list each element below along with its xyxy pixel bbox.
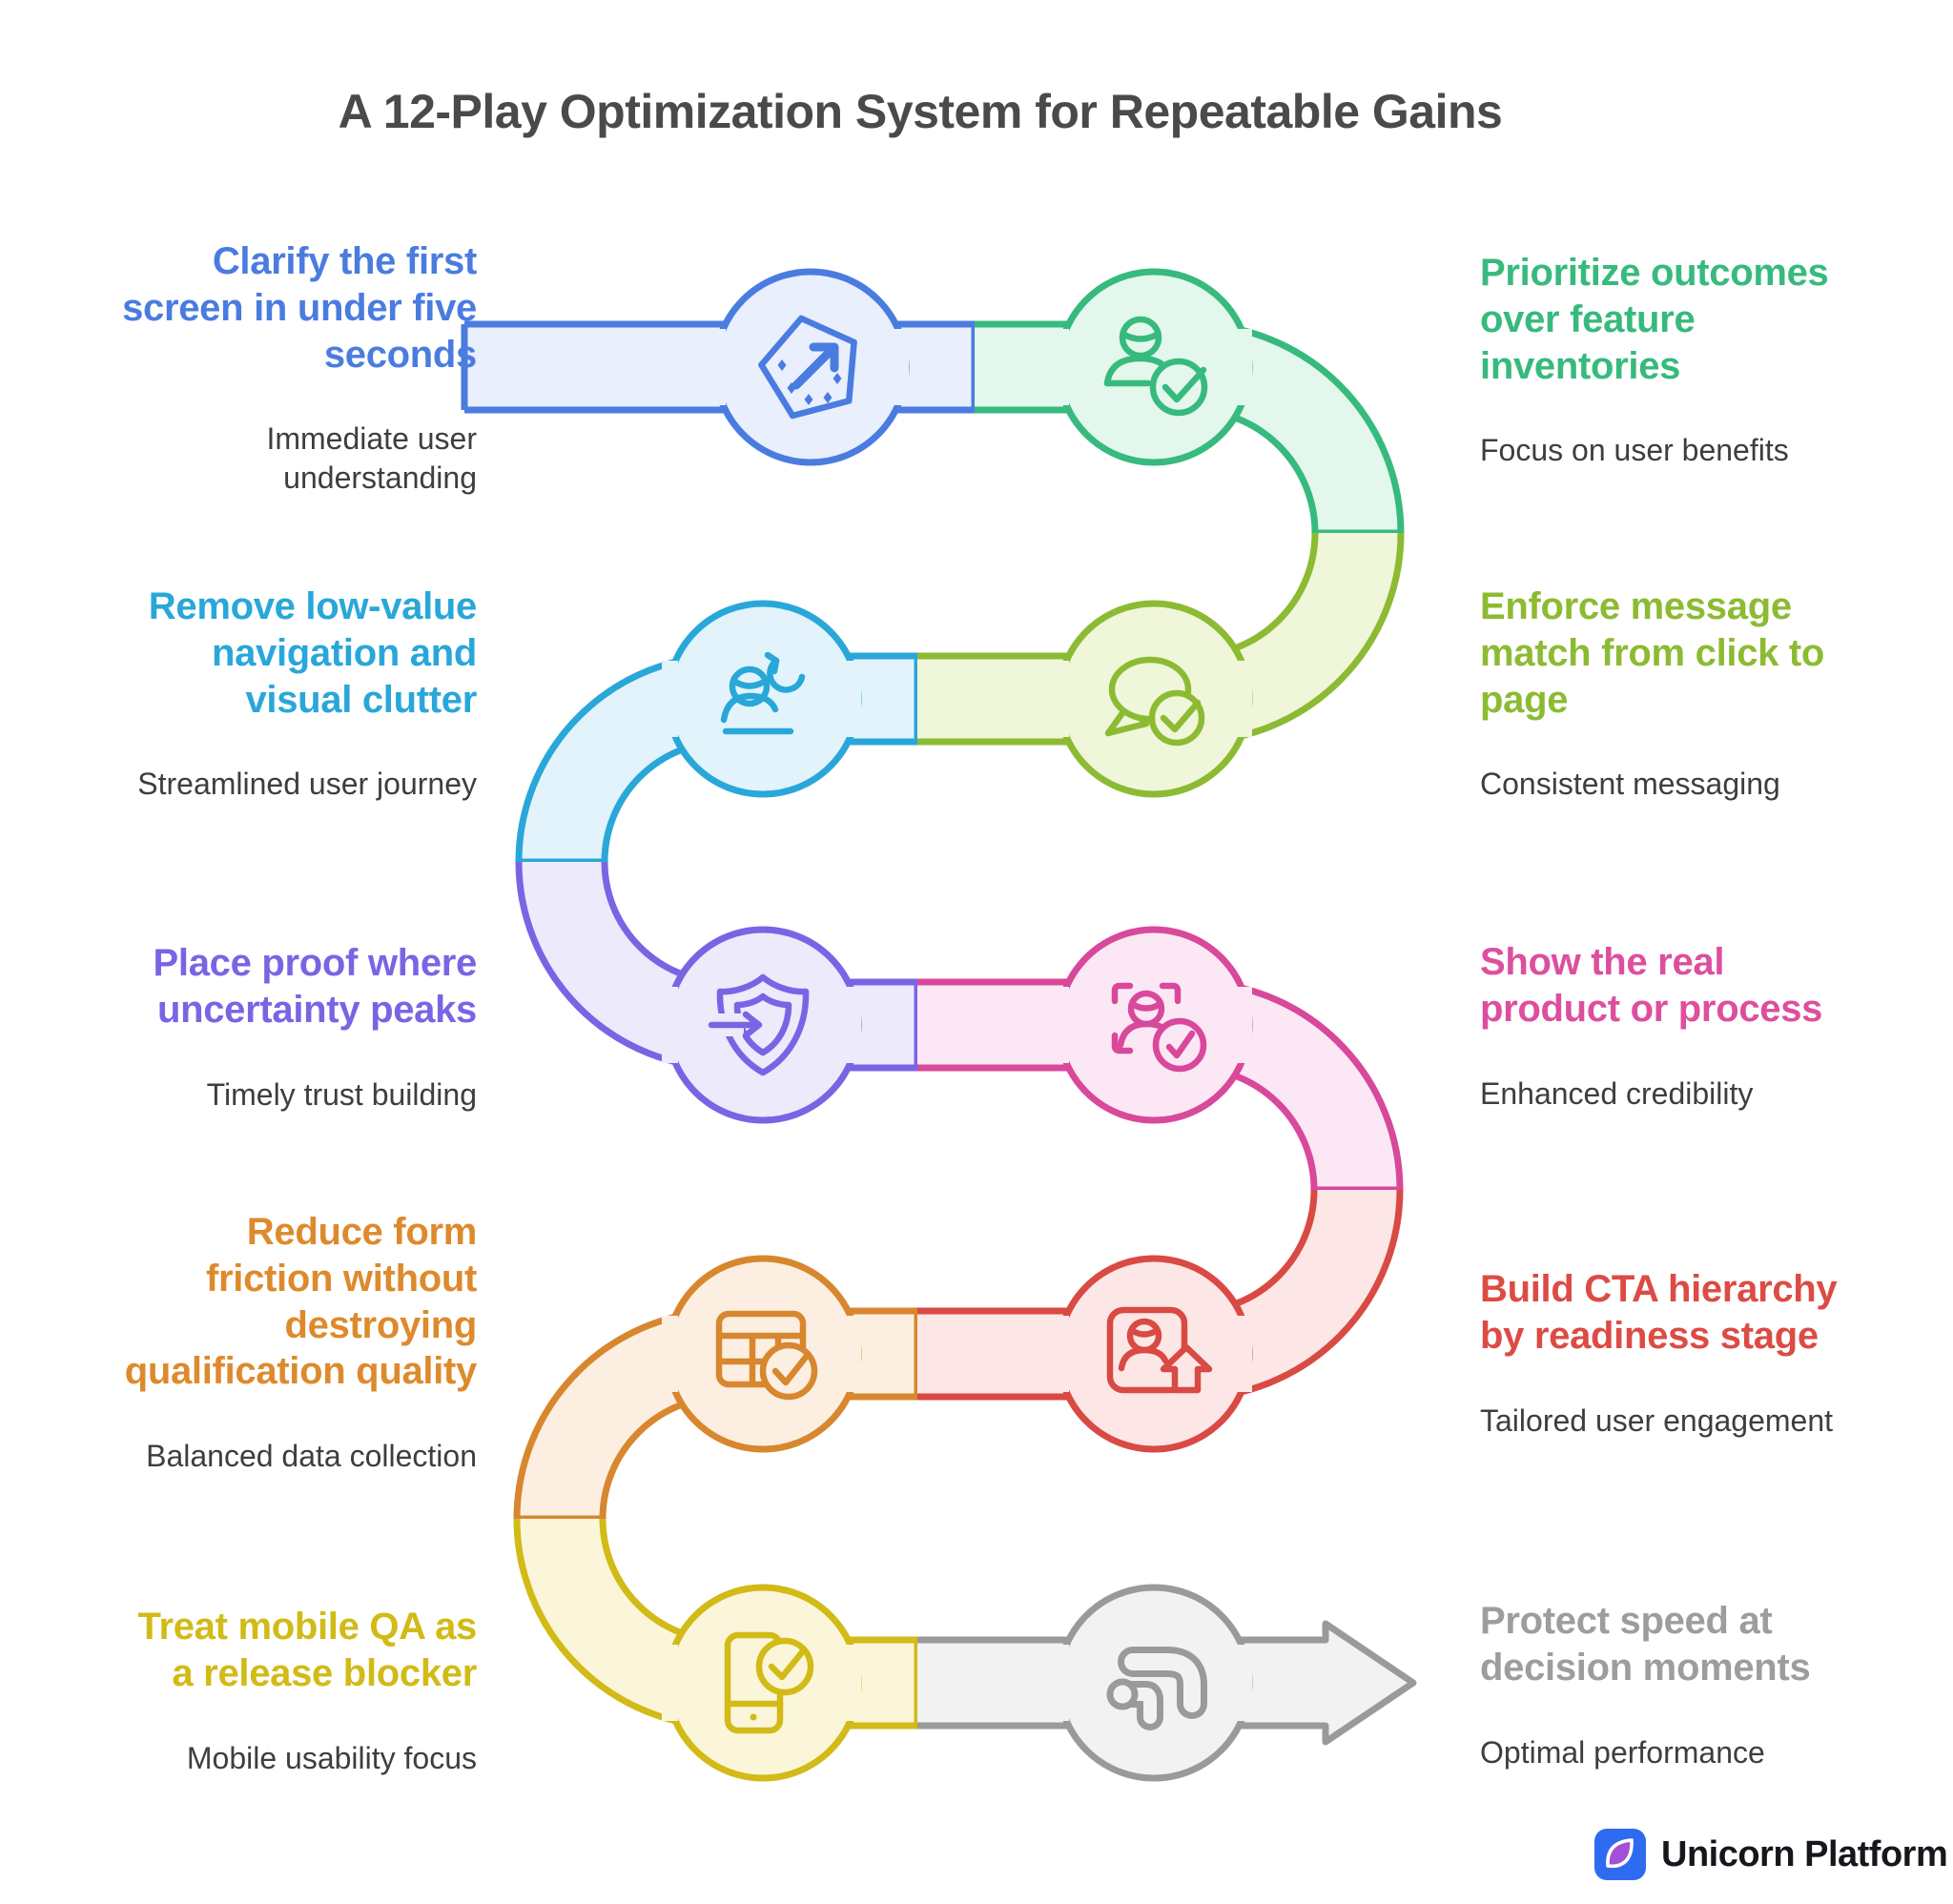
table-check-icon <box>715 1310 818 1401</box>
step-title: Treat mobile QA as a release blocker <box>137 1606 478 1694</box>
user-check-icon <box>1103 316 1208 417</box>
step-navigation: Remove low-value navigation and visual c… <box>67 583 477 804</box>
user-card-upload-icon <box>1106 1306 1213 1394</box>
user-refresh-icon <box>720 651 806 735</box>
step-subtitle: Streamlined user journey <box>137 767 477 802</box>
upward-arrow-badge-icon <box>758 315 857 420</box>
user-focus-check-icon <box>1111 982 1207 1073</box>
step-proof: Place proof where uncertainty peaks Time… <box>67 940 478 1115</box>
step-message-match: Enforce message match from click to page… <box>1480 583 1928 804</box>
step-title: Clarify the first screen in under five s… <box>122 240 477 376</box>
step-outcomes: Prioritize outcomes over feature invento… <box>1480 250 1928 470</box>
step-title: Reduce form friction without destroying … <box>124 1211 478 1393</box>
step-title: Build CTA hierarchy by readiness stage <box>1480 1268 1838 1357</box>
step-title: Remove low-value navigation and visual c… <box>148 585 478 721</box>
step-subtitle: Enhanced credibility <box>1480 1075 1754 1111</box>
step-subtitle: Focus on user benefits <box>1480 433 1789 468</box>
step-speed: Protect speed at decision moments Optima… <box>1480 1598 1928 1772</box>
step-mobile-qa: Treat mobile QA as a release blocker Mob… <box>67 1604 478 1778</box>
step-title: Prioritize outcomes over feature invento… <box>1480 252 1829 387</box>
shield-arrow-icon <box>708 973 810 1076</box>
curves <box>513 320 1405 1730</box>
brand-name: Unicorn Platform <box>1661 1833 1948 1874</box>
step-title: Enforce message match from click to page <box>1480 585 1825 721</box>
phone-check-icon <box>724 1631 814 1734</box>
step-subtitle: Balanced data collection <box>146 1439 477 1474</box>
step-cta-hierarchy: Build CTA hierarchy by readiness stage T… <box>1480 1266 1928 1441</box>
step-clarify: Clarify the first screen in under five s… <box>67 238 477 498</box>
brand-footer: Unicorn Platform <box>1594 1829 1948 1880</box>
step-subtitle: Mobile usability focus <box>186 1740 477 1775</box>
speech-bubble-check-icon <box>1104 656 1205 747</box>
step-subtitle: Optimal performance <box>1480 1734 1765 1770</box>
step-subtitle: Immediate user understanding <box>266 421 477 496</box>
step-title: Protect speed at decision moments <box>1480 1600 1811 1689</box>
step-subtitle: Tailored user engagement <box>1480 1402 1834 1438</box>
step-form-friction: Reduce form friction without destroying … <box>67 1209 478 1476</box>
step-title: Place proof where uncertainty peaks <box>153 942 478 1031</box>
step-real-product: Show the real product or process Enhance… <box>1480 939 1928 1114</box>
step-subtitle: Timely trust building <box>206 1076 477 1112</box>
unicorn-platform-logo-icon <box>1594 1829 1646 1880</box>
page-title: A 12-Play Optimization System for Repeat… <box>338 85 1503 138</box>
node-mouths <box>662 329 1252 1721</box>
flow-arrow-icon <box>1106 1647 1207 1730</box>
step-subtitle: Consistent messaging <box>1480 767 1780 802</box>
step-title: Show the real product or process <box>1480 941 1823 1030</box>
